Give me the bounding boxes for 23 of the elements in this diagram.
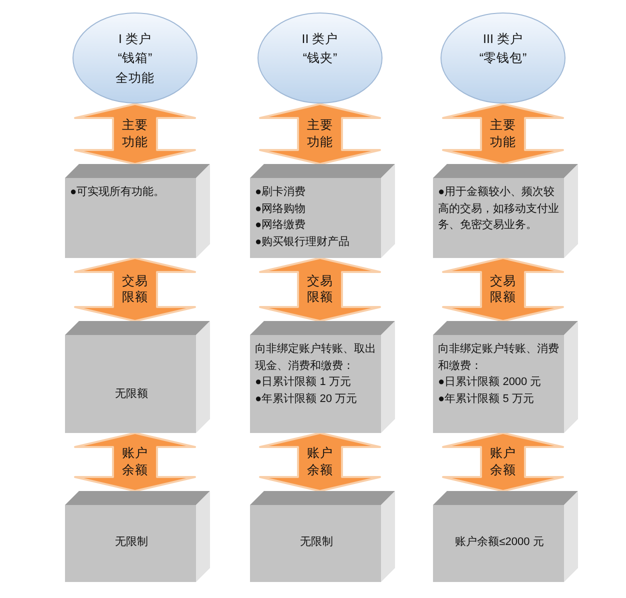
box-text: ●网络缴费	[255, 218, 307, 233]
account-type-label: I 类户	[118, 31, 152, 48]
box-text: 无限额	[114, 386, 149, 402]
box-text: 无限制	[114, 534, 149, 550]
box-text: ●购买银行理财产品	[255, 234, 351, 250]
box-text: 向非绑定账户转账、取出现金、消费和缴费：	[255, 342, 377, 374]
box-text: 账户余额≤2000 元	[454, 534, 545, 550]
box-text: ●用于金额较小、频次较高的交易，如移动支付业务、免密交易业务。	[438, 184, 560, 233]
account-type-label: II 类户	[300, 31, 340, 48]
account-name-label: “钱夹”	[302, 50, 338, 68]
box-text: ●年累计限额 20 万元	[255, 392, 358, 406]
box-text: 向非绑定账户转账、消费和缴费：	[438, 342, 560, 374]
box-text: ●年累计限额 5 万元	[438, 392, 535, 406]
account-name-label: “钱箱”	[116, 50, 154, 68]
box-text: ●可实现所有功能。	[70, 184, 166, 200]
box-text: 无限制	[299, 534, 334, 550]
box-text: ●网络购物	[255, 202, 307, 216]
account-name-label: 全功能	[114, 70, 156, 87]
account-name-label: “零钱包”	[478, 50, 528, 68]
account-type-label: III 类户	[482, 31, 524, 48]
box-text: ●日累计限额 2000 元	[438, 374, 542, 390]
box-text: ●日累计限额 1 万元	[255, 374, 352, 390]
box-text: ●刷卡消费	[255, 185, 307, 200]
